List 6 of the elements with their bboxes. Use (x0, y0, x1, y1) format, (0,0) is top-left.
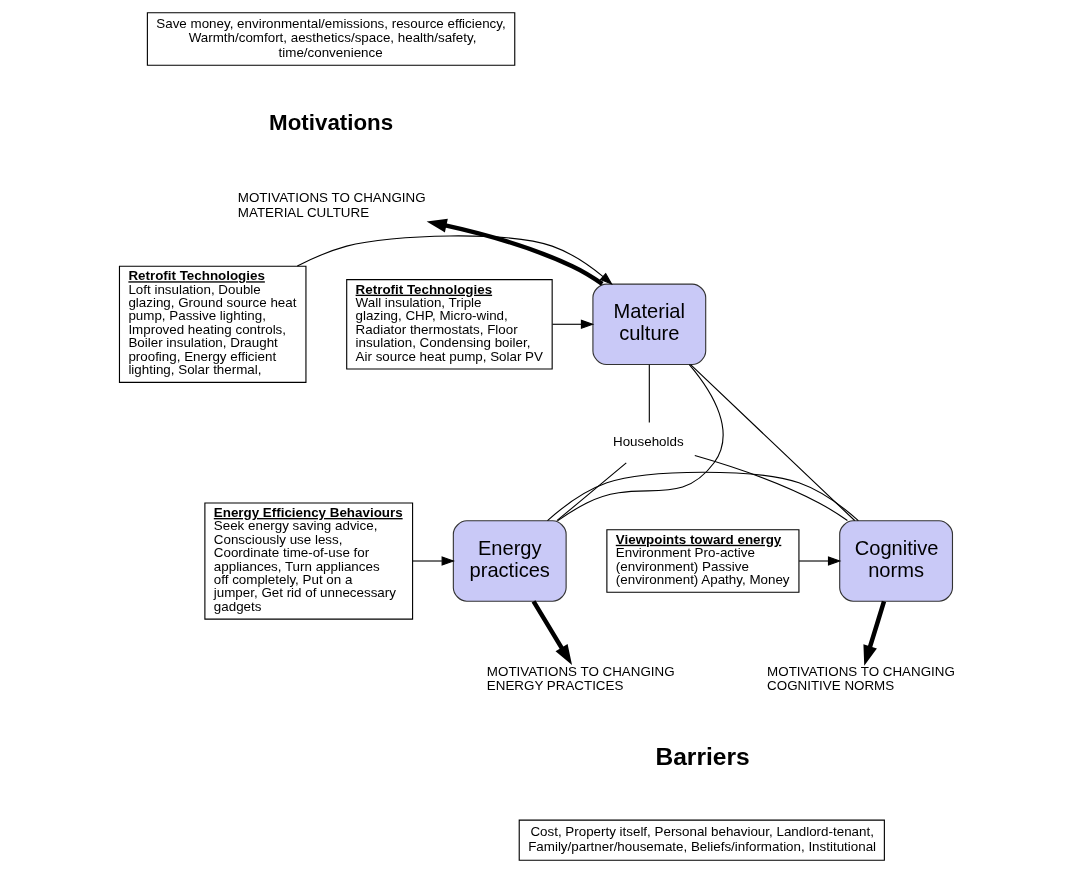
label: Barriers (654, 742, 750, 770)
label: Motivations (268, 109, 393, 135)
node-text: MOTIVATIONS TO CHANGING COGNITIVE NORMS (766, 663, 955, 694)
node-text: MOTIVATIONS TO CHANGING ENERGY PRACTICES (486, 663, 675, 694)
node-text: MOTIVATIONS TO CHANGING MATERIAL CULTURE (237, 190, 426, 220)
node-text: Households (612, 434, 684, 450)
